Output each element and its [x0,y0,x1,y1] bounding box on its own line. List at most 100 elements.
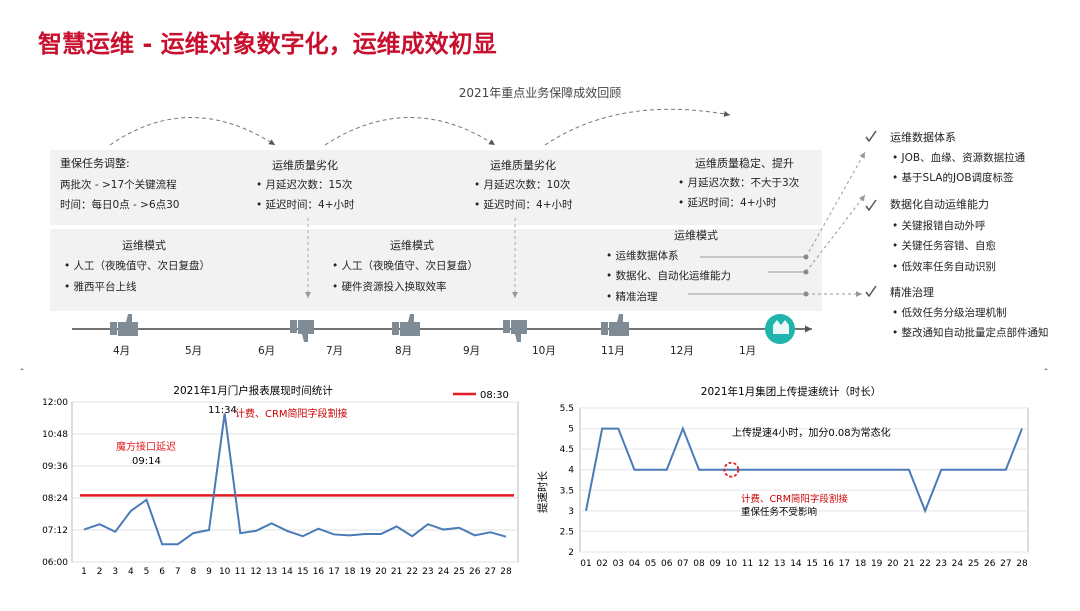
x-tick-label: 10 [726,559,738,569]
check-icon [865,285,877,298]
page-title: 智慧运维 - 运维对象数字化，运维成效初显 [38,30,497,58]
y-tick-label: 2 [568,548,574,558]
x-tick-label: 22 [919,559,930,569]
x-tick-label: 2 [97,567,103,577]
y-tick-label: 5.5 [560,404,574,414]
annotation: 计费、CRM简阳字段割接 [235,407,348,420]
x-tick-label: 24 [952,559,964,569]
y-tick-label: 5 [568,425,574,435]
arc-2 [324,117,496,146]
mode1-heading: 运维模式 [122,239,166,252]
plot-area [71,401,519,563]
right-item: 低效任务分级治理机制 [892,306,1007,320]
col4-item: 延迟时间：4+小时 [678,196,777,210]
thumbs-up-icon [110,314,138,336]
x-tick-label: 20 [887,559,899,569]
x-tick-label: 1 [81,567,87,577]
x-tick-label: 22 [406,567,417,577]
x-tick-label: 27 [485,567,496,577]
x-tick-label: 21 [903,559,914,569]
mode1-item: 雅西平台上线 [64,280,137,294]
thumbs-down-icon [290,320,314,342]
x-tick-label: 04 [629,559,641,569]
right-item: 整改通知自动批量定点部件通知 [892,326,1049,340]
x-tick-label: 19 [360,567,372,577]
mode3-item: 运维数据体系 [606,249,679,263]
y-tick-label: 06:00 [42,558,68,568]
y-tick-label: 3.5 [560,486,574,496]
series-line [585,425,1023,514]
y-tick-label: 2.5 [560,527,574,537]
x-tick-label: 25 [453,567,464,577]
award-icon [765,314,795,344]
x-tick-label: 17 [328,567,339,577]
annotation: 计费、CRM简阳字段割接 [741,493,848,505]
chart-upload-speedup: 2021年1月集团上传提速统计（时长） 提速时长 22.533.544.555.… [537,385,1029,569]
x-tick-label: 28 [1016,559,1028,569]
x-tick-label: 28 [500,567,512,577]
month-label: 9月 [463,345,481,357]
right-heading: 精准治理 [890,286,934,299]
y-tick-label: 3 [568,507,574,517]
x-tick-label: 7 [175,567,181,577]
col2-item: 月延迟次数：15次 [256,178,353,192]
x-tick-label: 13 [266,567,277,577]
right-heading: 运维数据体系 [890,131,956,144]
x-tick-label: 11 [235,567,246,577]
mode1-item: 人工（夜晚值守、次日复盘） [64,259,211,273]
mode3-item: 精准治理 [606,290,658,304]
arc-3 [544,108,731,146]
x-tick-label: 12 [250,567,261,577]
timeline-graphics [20,108,1048,370]
x-tick-label: 16 [313,567,325,577]
month-label: 11月 [601,345,625,357]
annotation: 09:14 [132,456,161,467]
col3-heading: 运维质量劣化 [490,159,556,172]
x-tick-label: 25 [968,559,979,569]
month-label: 8月 [395,345,413,357]
thumbs-up-icon [601,314,629,336]
x-tick-label: 8 [191,567,197,577]
right-item: 基于SLA的JOB调度标签 [892,171,1014,185]
y-tick-label: 08:24 [42,494,68,504]
right-heading: 数据化自动运维能力 [890,198,989,211]
x-tick-label: 07 [677,559,688,569]
right-item: 关键报错自动外呼 [892,219,986,233]
right-item: 低效率任务自动识别 [892,260,997,274]
month-label: 10月 [532,345,556,357]
highlight-marker [723,461,740,478]
check-icon [865,199,877,212]
y-tick-label: 4 [568,466,574,476]
thumbs-down-icon [503,320,527,342]
x-tick-label: 4 [128,567,134,577]
x-tick-label: 01 [580,559,591,569]
col1-heading: 重保任务调整: [60,157,130,170]
x-tick-label: 03 [613,559,624,569]
y-tick-label: 10:48 [42,430,68,440]
x-tick-label: 08 [693,559,705,569]
x-tick-label: 6 [159,567,165,577]
x-tick-label: 17 [839,559,850,569]
x-tick-label: 15 [806,559,817,569]
mode2-item: 人工（夜晚值守、次日复盘） [332,259,479,273]
x-tick-label: 14 [790,559,802,569]
series-line [83,413,507,546]
axis-label: 提速时长 [537,471,549,513]
col1-line: 两批次 - >17个关键流程 [60,179,177,191]
mode3-item: 数据化、自动化运维能力 [606,269,732,283]
x-tick-label: 05 [645,559,656,569]
x-tick-label: 23 [422,567,433,577]
mode2-item: 硬件资源投入换取效率 [332,280,447,294]
chart-portal-report-time: 2021年1月门户报表展现时间统计 08:30 06:0007:1208:240… [42,384,519,577]
x-tick-label: 26 [469,567,481,577]
month-label: 5月 [185,345,203,357]
chart-title: 2021年1月门户报表展现时间统计 [173,384,333,397]
x-tick-label: 06 [661,559,673,569]
annotation: 魔方接口延迟 [116,440,176,453]
thumbs-up-icon [392,314,420,336]
x-tick-label: 09 [709,559,721,569]
legend-label: 08:30 [480,390,509,401]
x-tick-label: 3 [112,567,118,577]
right-item: 关键任务容错、自愈 [892,239,997,253]
col4-heading: 运维质量稳定、提升 [695,157,794,170]
